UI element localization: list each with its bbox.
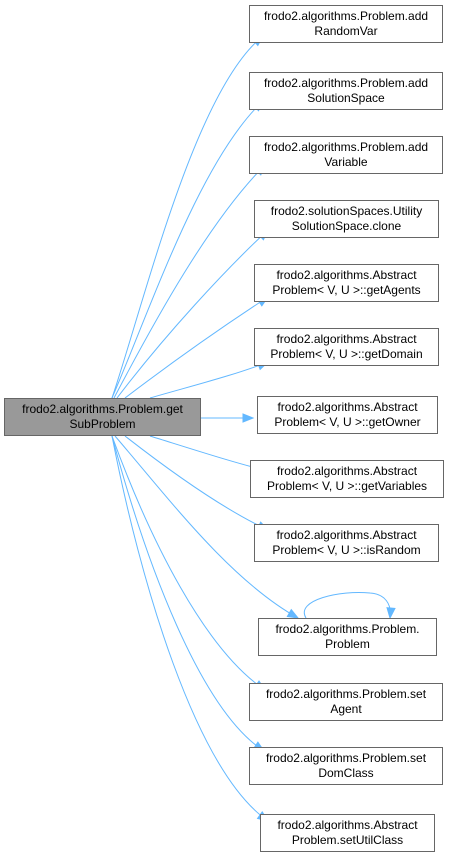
node-label-line: Problem< V, U >::getAgents	[272, 283, 421, 297]
node-label-line: RandomVar	[314, 24, 378, 38]
call-edge	[111, 435, 266, 691]
node-getOwner[interactable]: frodo2.algorithms.Abstract Problem< V, U…	[257, 396, 438, 434]
node-label-line: frodo2.algorithms.Problem.	[275, 622, 420, 636]
call-edge	[111, 100, 264, 399]
call-edge	[124, 296, 269, 399]
arrowhead-icon	[286, 608, 300, 619]
node-label-line: frodo2.algorithms.Abstract	[276, 332, 417, 346]
node-label-line: frodo2.algorithms.Abstract	[276, 528, 417, 542]
call-edge	[303, 591, 391, 619]
node-clone[interactable]: frodo2.solutionSpaces.Utility SolutionSp…	[254, 200, 439, 238]
node-setDomClass[interactable]: frodo2.algorithms.Problem.set DomClass	[249, 747, 443, 785]
node-problem[interactable]: frodo2.algorithms.Problem. Problem	[258, 618, 437, 656]
node-label-line: frodo2.algorithms.Problem.add	[263, 76, 429, 90]
call-edge	[111, 435, 269, 822]
node-label-line: frodo2.algorithms.Problem.set	[265, 687, 427, 701]
call-edge	[124, 435, 269, 531]
node-label-line: SubProblem	[69, 417, 136, 431]
node-getDomain[interactable]: frodo2.algorithms.Abstract Problem< V, U…	[254, 328, 439, 366]
node-label-line: SolutionSpace.clone	[291, 219, 402, 233]
node-label-line: frodo2.algorithms.Problem.add	[263, 9, 429, 23]
node-addSolutionSpace[interactable]: frodo2.algorithms.Problem.add SolutionSp…	[249, 72, 443, 110]
call-edge	[149, 361, 269, 399]
node-getAgents[interactable]: frodo2.algorithms.Abstract Problem< V, U…	[254, 264, 439, 302]
node-label-line: SolutionSpace	[307, 91, 385, 105]
call-edge	[113, 164, 266, 399]
node-isRandom[interactable]: frodo2.algorithms.Abstract Problem< V, U…	[254, 524, 439, 562]
node-label-line: frodo2.algorithms.Problem.add	[263, 140, 429, 154]
node-label-line: Problem	[325, 637, 370, 651]
node-addVariable[interactable]: frodo2.algorithms.Problem.add Variable	[249, 136, 443, 174]
node-label-line: frodo2.algorithms.Problem.set	[265, 751, 427, 765]
node-label-line: frodo2.algorithms.Abstract	[276, 464, 418, 478]
node-addRandomVar[interactable]: frodo2.algorithms.Problem.add RandomVar	[249, 5, 443, 43]
call-edge	[114, 435, 299, 619]
node-label-line: frodo2.solutionSpaces.Utility	[270, 204, 423, 218]
node-label-line: frodo2.algorithms.Abstract	[277, 818, 418, 832]
node-label-line: Problem.setUtilClass	[291, 833, 404, 847]
node-getSubProblem[interactable]: frodo2.algorithms.Problem.get SubProblem	[4, 398, 201, 436]
node-label-line: Problem< V, U >::getDomain	[270, 347, 423, 361]
node-getVariables[interactable]: frodo2.algorithms.Abstract Problem< V, U…	[250, 460, 444, 498]
arrowhead-icon	[386, 607, 396, 620]
node-label-line: frodo2.algorithms.Abstract	[276, 268, 417, 282]
node-label-line: Agent	[330, 702, 362, 716]
node-label-line: Problem< V, U >::getVariables	[266, 479, 428, 493]
node-setUtilClass[interactable]: frodo2.algorithms.Abstract Problem.setUt…	[260, 814, 435, 852]
node-label-line: Problem< V, U >::isRandom	[272, 543, 421, 557]
call-edge	[111, 35, 264, 399]
node-label-line: Variable	[324, 155, 368, 169]
node-label-line: frodo2.algorithms.Abstract	[277, 400, 418, 414]
call-edge	[111, 435, 265, 752]
node-setAgent[interactable]: frodo2.algorithms.Problem.set Agent	[249, 683, 443, 721]
call-edge	[116, 229, 269, 399]
arrowhead-icon	[242, 413, 255, 423]
node-label-line: Problem< V, U >::getOwner	[274, 415, 421, 429]
node-label-line: frodo2.algorithms.Problem.get	[22, 402, 183, 416]
node-label-line: DomClass	[318, 766, 374, 780]
